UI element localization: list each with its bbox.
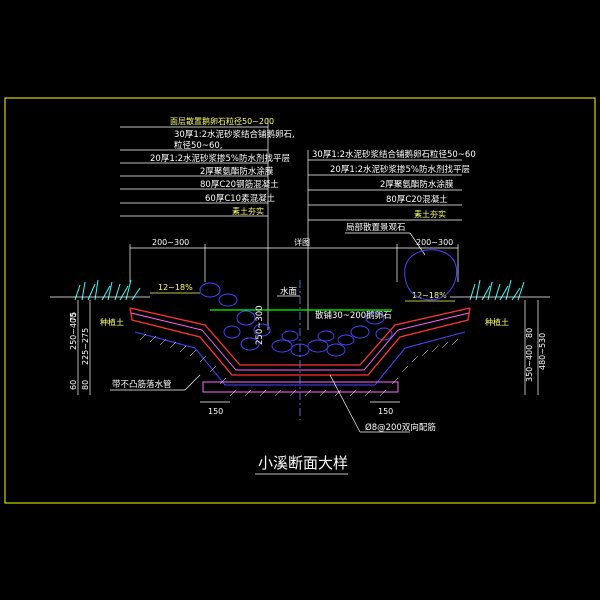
bank-rocks xyxy=(199,282,393,351)
left-label-2: 粒径50~60, xyxy=(174,140,222,151)
drawing-title: 小溪断面大样 xyxy=(258,454,348,472)
right-label-3: 80厚C20混凝土 xyxy=(386,194,448,205)
top-dim-right: 200~300 xyxy=(416,238,453,247)
soil-hatch xyxy=(139,333,459,397)
bottom-left-note: 带不凸筋落水管 xyxy=(112,379,172,390)
left-label-0: 面层散置鹅卵石粒径50~200 xyxy=(170,116,274,126)
left-dim-0: 75 xyxy=(69,312,78,322)
left-label-3: 20厚1:2水泥砂浆掺5%防水剂找平层 xyxy=(150,153,290,164)
right-dim-2: 480~530 xyxy=(538,333,547,370)
boulder-label: 局部散置景观石 xyxy=(346,222,406,233)
left-label-6: 60厚C10素混凝土 xyxy=(205,193,276,204)
right-dimensions: 80 350~400 480~530 xyxy=(524,300,547,395)
pebble-bed xyxy=(271,330,355,357)
grass-left xyxy=(74,279,141,301)
top-dimension: 200~300 详图 200~300 xyxy=(129,237,459,282)
bottom-dim-right: 150 xyxy=(378,407,393,416)
right-label-4: 素土夯实 xyxy=(414,209,446,219)
left-label-5: 80厚C20钢筋混凝土 xyxy=(200,179,279,190)
left-label-4: 2厚聚氨酯防水涂膜 xyxy=(200,166,274,177)
left-dimensions: 75 250~400 225~275 80 60 xyxy=(69,300,91,395)
bottom-dimensions: 150 150 xyxy=(200,401,400,416)
right-dim-1: 350~400 xyxy=(525,345,534,382)
grass-right xyxy=(469,279,525,301)
right-label-2: 2厚聚氨酯防水涂膜 xyxy=(380,179,454,190)
left-dim-2: 225~275 xyxy=(81,328,90,365)
left-label-7: 素土夯实 xyxy=(232,206,264,216)
slope-right: 12~18% xyxy=(412,291,447,300)
left-dim-3: 80 xyxy=(81,380,90,390)
top-dim-left: 200~300 xyxy=(152,238,189,247)
planting-left: 种植土 xyxy=(100,317,124,327)
bottom-dim-left: 150 xyxy=(208,407,223,416)
top-dim-center: 详图 xyxy=(294,237,310,247)
center-dim: 250~300 xyxy=(255,305,265,345)
planting-right: 种植土 xyxy=(485,317,509,327)
right-notes: 30厚1:2水泥砂浆结合铺鹅卵石粒径50~60 20厚1:2水泥砂浆掺5%防水剂… xyxy=(307,149,476,330)
left-label-1: 30厚1:2水泥砂浆结合铺鹅卵石, xyxy=(174,129,295,140)
right-dim-0: 80 xyxy=(525,328,534,338)
left-notes: 面层散置鹅卵石粒径50~200 30厚1:2水泥砂浆结合铺鹅卵石, 粒径50~6… xyxy=(120,116,295,330)
landscape-boulder xyxy=(404,249,458,301)
right-label-1: 20厚1:2水泥砂浆掺5%防水剂找平层 xyxy=(330,164,470,175)
right-label-0: 30厚1:2水泥砂浆结合铺鹅卵石粒径50~60 xyxy=(312,149,476,160)
water-label: 水面 xyxy=(280,286,298,297)
left-dim-4: 60 xyxy=(69,380,78,390)
left-dim-1: 250~400 xyxy=(69,313,78,350)
drawing-frame xyxy=(4,97,596,504)
slope-left: 12~18% xyxy=(158,283,193,292)
pebble-label: 散铺30~200鹅卵石 xyxy=(315,310,392,321)
rebar-note: Ø8@200双向配筋 xyxy=(365,422,436,433)
